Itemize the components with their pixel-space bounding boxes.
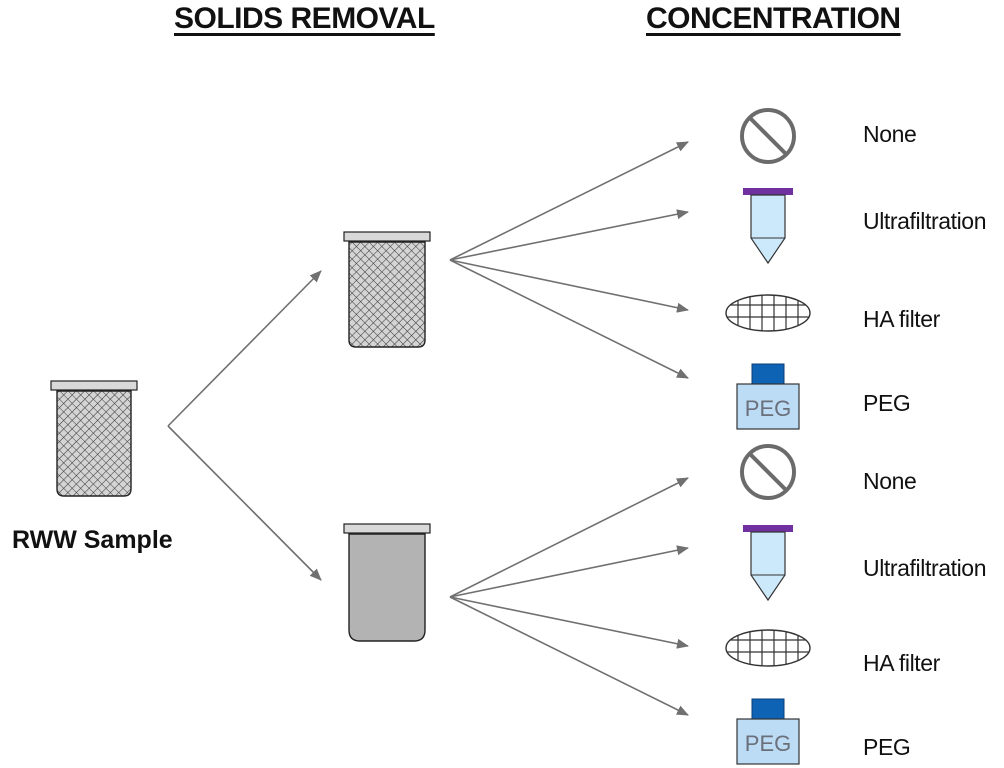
ha-filter-icon bbox=[725, 294, 811, 332]
ha-filter-icon bbox=[725, 629, 811, 667]
rww-sample-jar bbox=[50, 380, 138, 497]
method-label-peg: PEG bbox=[863, 390, 911, 416]
heading-concentration: CONCENTRATION bbox=[646, 2, 901, 35]
peg-bottle-icon: PEG bbox=[736, 698, 800, 765]
method-label-peg: PEG bbox=[863, 734, 911, 760]
method-label-ha-filter: HA filter bbox=[863, 650, 940, 676]
arrow-g1-none bbox=[449, 141, 689, 261]
arrow-g1-ultrafiltration bbox=[449, 209, 689, 261]
ultrafiltration-tube-icon bbox=[743, 525, 793, 602]
arrow-g2-none bbox=[449, 477, 689, 598]
no-symbol-icon bbox=[740, 444, 796, 500]
method-label-ha-filter: HA filter bbox=[863, 306, 940, 332]
sample-arrows bbox=[167, 270, 322, 581]
no-symbol-icon bbox=[740, 108, 796, 164]
centrifuged-solid-jar bbox=[343, 523, 431, 642]
arrow-g2-peg bbox=[449, 596, 689, 716]
filtered-mesh-jar bbox=[343, 231, 431, 348]
method-label-none: None bbox=[863, 468, 917, 494]
rww-sample-label: RWW Sample bbox=[12, 526, 173, 554]
arrow-g1-ha-filter bbox=[449, 259, 689, 313]
peg-bottle-icon: PEG bbox=[736, 363, 800, 430]
method-label-none: None bbox=[863, 121, 917, 147]
arrow-g2-ha-filter bbox=[449, 596, 689, 649]
fan-arrows-group2 bbox=[449, 477, 689, 716]
arrow-g1-peg bbox=[449, 259, 689, 379]
fan-arrows-group1 bbox=[449, 141, 689, 379]
heading-solids-removal: SOLIDS REMOVAL bbox=[174, 2, 435, 35]
peg-icon-text: PEG bbox=[745, 396, 791, 421]
arrow-sample-to-mesh-jar bbox=[167, 270, 322, 427]
arrow-sample-to-solid-jar bbox=[167, 425, 322, 581]
method-label-ultrafiltration: Ultrafiltration bbox=[863, 555, 987, 581]
arrow-g2-ultrafiltration bbox=[449, 545, 689, 598]
method-label-ultrafiltration: Ultrafiltration bbox=[863, 208, 987, 234]
ultrafiltration-tube-icon bbox=[743, 188, 793, 265]
peg-icon-text: PEG bbox=[745, 731, 791, 756]
